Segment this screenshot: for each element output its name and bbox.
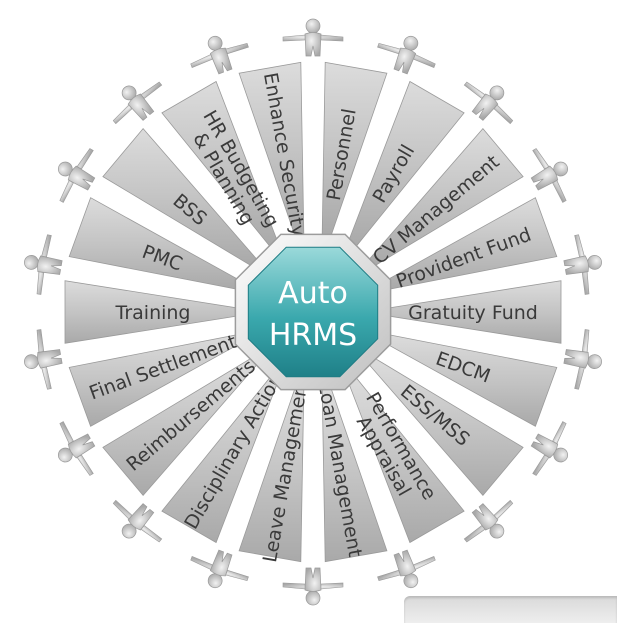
module-label-line: Training [115, 302, 191, 324]
person-figure [282, 567, 344, 606]
person-figure [57, 421, 96, 476]
person-figure [112, 499, 163, 543]
person-figure [377, 549, 436, 589]
person-figure [563, 234, 602, 295]
person-figure [57, 148, 96, 203]
hub-title-line2: HRMS [269, 318, 357, 353]
person-figure [24, 329, 63, 390]
person-figure [377, 35, 436, 75]
person-figure [563, 329, 602, 390]
person-figure [112, 81, 163, 125]
hub-teal-octagon [247, 246, 379, 378]
module-label-gratuity-fund: Gratuity Fund [408, 302, 538, 324]
bottom-panel-edge [404, 596, 617, 623]
person-figure [463, 81, 514, 125]
person-figure [282, 18, 344, 57]
person-figure [530, 421, 569, 476]
person-figure [190, 549, 249, 589]
person-figure [190, 35, 249, 75]
module-label-line: Gratuity Fund [408, 302, 538, 324]
person-figure [24, 234, 63, 295]
people-ring-layer [24, 18, 602, 606]
person-figure [530, 148, 569, 203]
hub-title-line1: Auto [278, 276, 348, 311]
module-label-training: Training [115, 302, 191, 324]
center-hub: Auto HRMS [234, 233, 392, 391]
person-figure [463, 499, 514, 543]
